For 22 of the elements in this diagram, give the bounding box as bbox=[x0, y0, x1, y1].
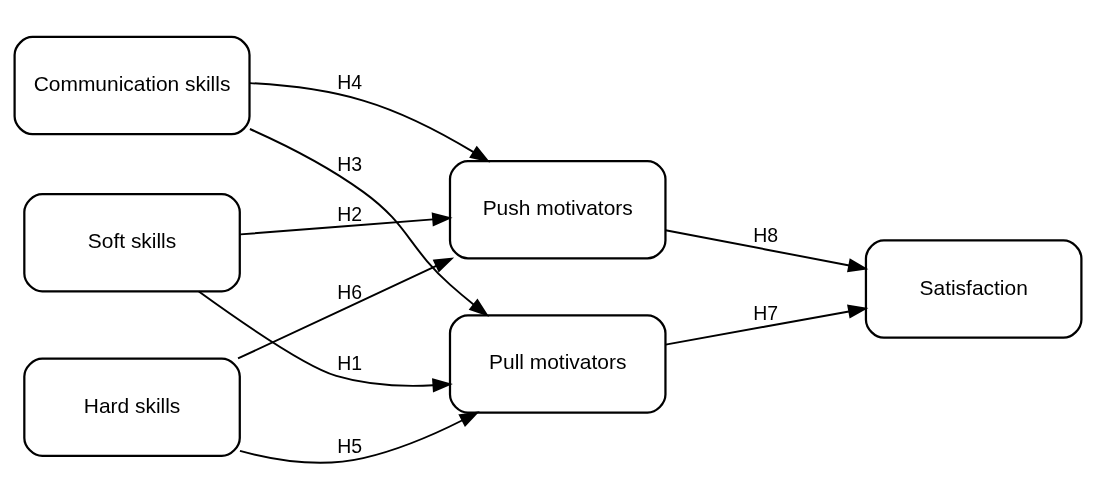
edge-label: H7 bbox=[753, 301, 779, 324]
node-box: Pull motivators bbox=[448, 314, 667, 414]
edge-label: H5 bbox=[337, 434, 363, 457]
node-box: Hard skills bbox=[23, 357, 241, 458]
node-box: Push motivators bbox=[448, 160, 667, 260]
edge-label: H3 bbox=[337, 153, 363, 176]
arrow bbox=[239, 411, 480, 464]
arrow bbox=[197, 290, 453, 393]
node-box: Communication skills bbox=[13, 35, 251, 136]
edge-label: H2 bbox=[337, 202, 363, 225]
edge-label: H1 bbox=[337, 352, 363, 375]
node-box: Satisfaction bbox=[864, 239, 1083, 339]
arrow bbox=[237, 257, 455, 360]
arrow bbox=[248, 128, 490, 317]
arrow bbox=[664, 229, 869, 273]
edge-label: H8 bbox=[753, 223, 779, 246]
arrow bbox=[239, 212, 453, 236]
node-box: Soft skills bbox=[23, 192, 241, 293]
edge-label: H4 bbox=[337, 71, 363, 94]
edge-label: H6 bbox=[337, 280, 363, 303]
arrow bbox=[248, 82, 491, 163]
arrow bbox=[664, 304, 869, 346]
